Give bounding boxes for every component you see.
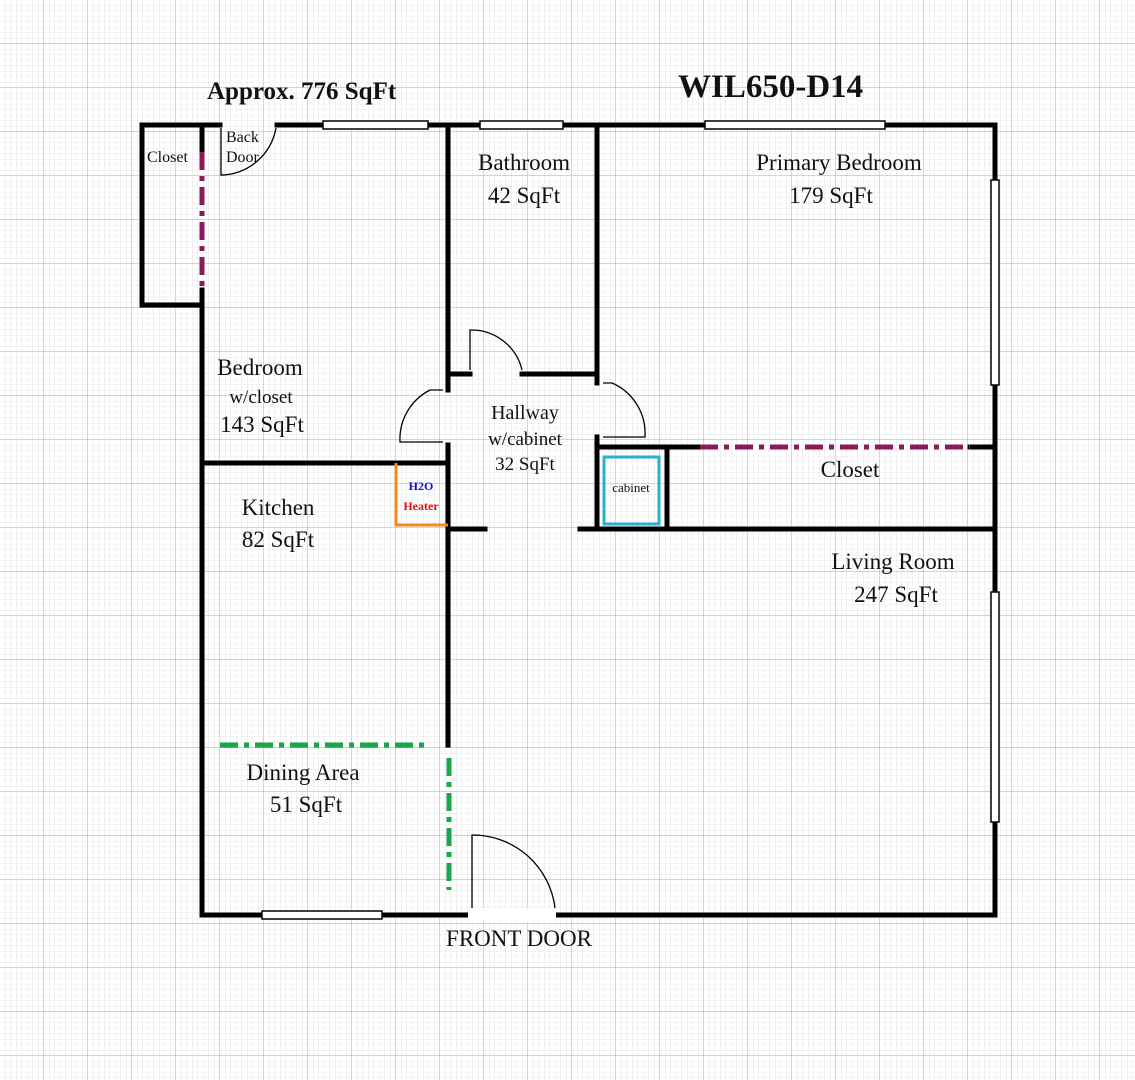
bathroom-label: Bathroom bbox=[478, 150, 570, 175]
primary-closet-label: Closet bbox=[821, 457, 880, 482]
unit-id: WIL650-D14 bbox=[678, 69, 863, 105]
hallway-area: 32 SqFt bbox=[495, 454, 555, 475]
cabinet-label: cabinet bbox=[612, 480, 650, 495]
heater-label: Heater bbox=[403, 499, 439, 513]
window bbox=[479, 120, 564, 130]
window bbox=[990, 179, 1000, 386]
window bbox=[261, 910, 383, 920]
primary-door-swing bbox=[603, 382, 646, 438]
living-room-label: Living Room bbox=[831, 549, 954, 574]
primary-bedroom-label: Primary Bedroom bbox=[756, 150, 922, 175]
window bbox=[990, 591, 1000, 823]
hallway-label: Hallway bbox=[491, 402, 559, 424]
area-label: Approx. 776 SqFt bbox=[207, 78, 397, 105]
kitchen-area: 82 SqFt bbox=[242, 527, 315, 552]
front-door-label: FRONT DOOR bbox=[446, 926, 593, 951]
front-door-swing bbox=[471, 834, 556, 909]
doors bbox=[220, 127, 646, 922]
bathroom-area: 42 SqFt bbox=[488, 183, 561, 208]
primary-bedroom-area: 179 SqFt bbox=[789, 183, 873, 208]
cabinet-outline bbox=[602, 455, 661, 526]
dining-area-area: 51 SqFt bbox=[270, 792, 343, 817]
heater-h2o-label: H2O bbox=[409, 479, 434, 493]
living-room-area: 247 SqFt bbox=[854, 582, 938, 607]
bedroom-note: w/closet bbox=[229, 387, 293, 408]
bedroom-label: Bedroom bbox=[217, 355, 303, 380]
water-heater-outline bbox=[394, 463, 448, 527]
window bbox=[704, 120, 886, 130]
back-door-label-2: Door bbox=[226, 149, 260, 166]
bedroom-area: 143 SqFt bbox=[220, 412, 304, 437]
back-door-swing bbox=[220, 127, 277, 176]
dining-area-label: Dining Area bbox=[246, 760, 359, 785]
window bbox=[322, 120, 429, 130]
walls bbox=[139, 122, 998, 918]
hallway-note: w/cabinet bbox=[488, 429, 563, 450]
back-closet-label: Closet bbox=[147, 149, 188, 166]
bedroom-door-swing bbox=[399, 389, 443, 443]
kitchen-label: Kitchen bbox=[242, 495, 315, 520]
back-door-label-1: Back bbox=[226, 129, 259, 146]
windows bbox=[261, 120, 1000, 920]
bathroom-door-swing bbox=[469, 329, 523, 371]
